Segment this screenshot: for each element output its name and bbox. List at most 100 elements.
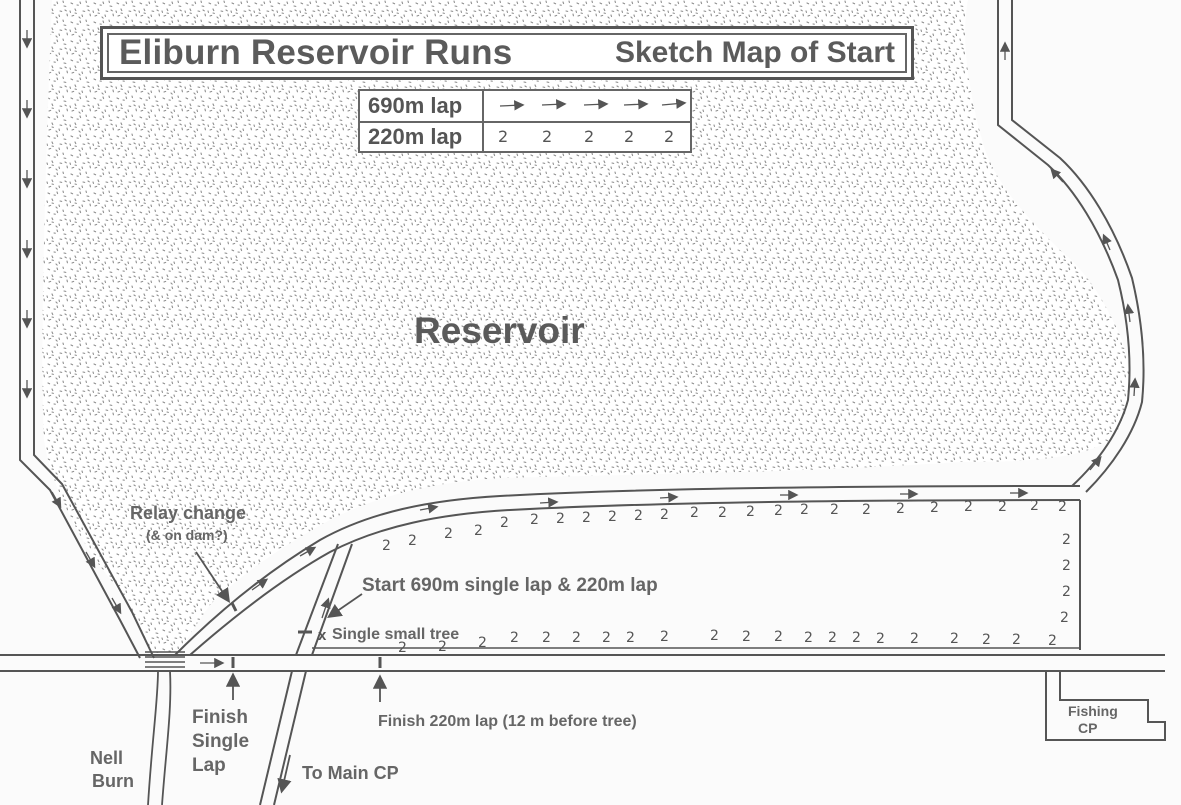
- lap-220-mark: 2: [852, 630, 861, 646]
- lap-220-mark: 2: [510, 630, 519, 646]
- lap-220-mark: 2: [382, 538, 391, 554]
- tree-marker: x: [318, 627, 327, 644]
- lap-220-mark: 2: [1012, 632, 1021, 648]
- reservoir-water: [42, 0, 1130, 655]
- start-pointer: [327, 593, 363, 619]
- lap-220-mark: 2: [660, 629, 669, 645]
- tree-label: Single small tree: [332, 626, 460, 643]
- lap-220-mark: 2: [982, 632, 991, 648]
- dam-track: [174, 485, 1081, 656]
- lap-220-mark: 2: [542, 630, 551, 646]
- lap-220-mark: 2: [998, 499, 1007, 515]
- title-box: Eliburn Reservoir Runs Sketch Map of Sta…: [100, 26, 914, 80]
- lap-220-mark: 2: [1058, 499, 1067, 515]
- main-road: [0, 654, 1165, 672]
- lap-220-mark: 2: [828, 630, 837, 646]
- finish-220-label: Finish 220m lap (12 m before tree): [378, 713, 637, 730]
- lap-220-mark: 2: [804, 630, 813, 646]
- left-path-arrows: [21, 30, 122, 615]
- lap-220-mark: 2: [660, 507, 669, 523]
- lap-220-mark: 2: [626, 630, 635, 646]
- lap-220-mark: 2: [876, 631, 885, 647]
- lap-220-mark: 2: [398, 640, 407, 656]
- lap-220-mark: 2: [800, 502, 809, 518]
- legend-label-690: 690m lap: [360, 91, 484, 121]
- lap-220-mark: 2: [444, 526, 453, 542]
- legend-two-mark: 2: [498, 127, 509, 146]
- lap-220-mark: 2: [1062, 532, 1071, 548]
- lap-220-mark: 2: [964, 499, 973, 515]
- burn-crossing: [145, 651, 185, 668]
- lap-220-mark: 2: [896, 501, 905, 517]
- lap-220-mark: 2: [438, 639, 447, 655]
- lap-220-mark: 2: [690, 505, 699, 521]
- lap-220-mark: 2: [950, 631, 959, 647]
- fishing-cp-outline: [1045, 671, 1166, 741]
- legend-arrows: [486, 91, 690, 121]
- relay-change-label: Relay change: [130, 503, 247, 523]
- lap-220-mark: 2: [582, 510, 591, 526]
- nell-burn-label-line1: Nell: [90, 748, 124, 768]
- lap-220-mark: 2: [1060, 610, 1069, 626]
- lap-220-mark: 2: [500, 515, 509, 531]
- legend-two-mark: 2: [584, 127, 595, 146]
- finish-single-label-line2: Single: [192, 731, 250, 752]
- nell-burn-label-line2: Burn: [92, 771, 134, 791]
- lap-220-mark: 2: [862, 502, 871, 518]
- finish-single-label-line1: Finish: [192, 707, 248, 728]
- lap-220-mark: 2: [408, 533, 417, 549]
- relay-marker: [230, 602, 238, 612]
- legend-two-mark: 2: [624, 127, 635, 146]
- start-label: Start 690m single lap & 220m lap: [362, 575, 658, 596]
- lap-220-mark: 2: [742, 629, 751, 645]
- lap-220-mark: 2: [572, 630, 581, 646]
- lap-220-mark: 2: [1048, 633, 1057, 649]
- fishing-cp-label-line2: CP: [1078, 720, 1098, 736]
- lap-220-mark: 2: [910, 631, 919, 647]
- lap-220-mark: 2: [1030, 498, 1039, 514]
- lap-220-mark: 2: [1062, 558, 1071, 574]
- main-cp-label: To Main CP: [302, 763, 399, 783]
- lap-220-mark: 2: [930, 500, 939, 516]
- legend-row-220: 220m lap 2 2 2 2 2: [360, 122, 690, 152]
- legend-label-220: 220m lap: [360, 122, 484, 152]
- spur-arrow: [320, 597, 331, 619]
- lap-220-mark: 2: [1062, 584, 1071, 600]
- page-title: Eliburn Reservoir Runs: [119, 33, 513, 72]
- right-path-arrows: [999, 41, 1140, 471]
- lap-220-mark: 2: [746, 504, 755, 520]
- lap-220-mark: 2: [634, 508, 643, 524]
- finish-single-label-line3: Lap: [192, 755, 226, 776]
- legend: 690m lap 220m lap 2 2 2 2 2: [358, 89, 692, 153]
- lap-220-mark: 2: [830, 502, 839, 518]
- right-path: [997, 0, 1145, 493]
- page-subtitle: Sketch Map of Start: [614, 36, 895, 69]
- legend-two-mark: 2: [664, 127, 675, 146]
- left-path: [19, 0, 155, 659]
- lap-220-mark: 2: [478, 635, 487, 651]
- reservoir-label: Reservoir: [414, 310, 585, 351]
- lap-220-mark: 2: [718, 505, 727, 521]
- lap-220-mark: 2: [608, 509, 617, 525]
- spur-path: [295, 543, 353, 656]
- relay-change-note: (& on dam?): [146, 527, 228, 543]
- lap-220-mark: 2: [474, 523, 483, 539]
- nell-burn: [147, 670, 172, 805]
- lap-220-mark: 2: [602, 630, 611, 646]
- lap-220-mark: 2: [556, 511, 565, 527]
- fishing-cp-label-line1: Fishing: [1068, 703, 1118, 719]
- legend-arrow-icons: [499, 98, 687, 111]
- lap-220-mark: 2: [530, 512, 539, 528]
- legend-twos: 2 2 2 2 2: [486, 122, 690, 152]
- legend-two-mark: 2: [542, 127, 553, 146]
- main-cp-arrow: [277, 754, 292, 794]
- lap-220-mark: 2: [774, 629, 783, 645]
- legend-row-690: 690m lap: [360, 91, 690, 123]
- relay-pointer: [195, 551, 230, 603]
- dam-track-arrows: [251, 487, 1029, 591]
- lap-220-mark: 2: [774, 503, 783, 519]
- lap-220-mark: 2: [710, 628, 719, 644]
